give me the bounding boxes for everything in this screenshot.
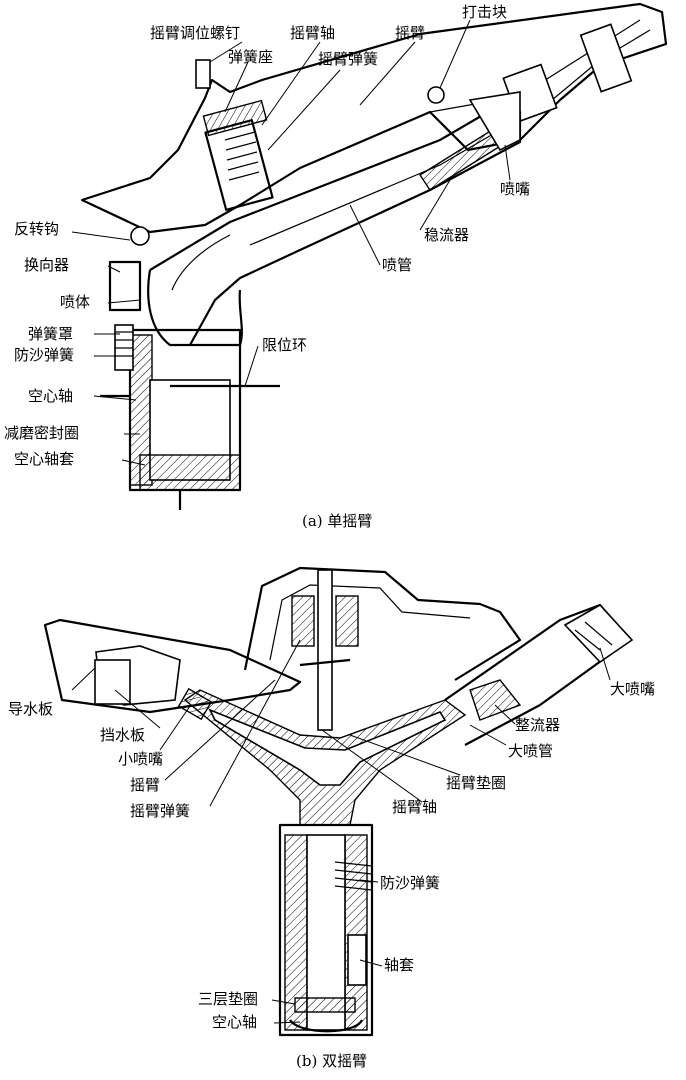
a-caption: (a) 单摇臂 (302, 512, 372, 530)
b-label-arm: 摇臂 (130, 776, 160, 794)
a-strike-block (427, 86, 445, 104)
a-adjust-screw (195, 59, 211, 89)
a-label-adjust-screw: 摇臂调位螺钉 (150, 24, 240, 42)
a-label-sand-spring: 防沙弹簧 (14, 346, 74, 364)
a-label-arm-spring: 摇臂弹簧 (318, 50, 378, 68)
b-label-baffle: 挡水板 (100, 726, 145, 744)
a-leader-lines (71, 19, 511, 466)
b-label-large-nozzle: 大喷嘴 (610, 680, 655, 698)
a-label-wear-seal: 减磨密封圈 (4, 424, 79, 442)
a-nozzle-tube (149, 103, 522, 346)
b-label-triple-washer: 三层垫圈 (198, 990, 258, 1008)
b-small-nozzle (177, 687, 213, 721)
b-sand-spring (334, 861, 373, 891)
a-label-reverse-hook: 反转钩 (14, 220, 59, 238)
b-label-deflector: 导水板 (8, 700, 53, 718)
a-body (147, 269, 243, 347)
b-label-sand-spring: 防沙弹簧 (380, 874, 440, 892)
a-shaft-sleeve (139, 454, 241, 491)
a-label-stabilizer: 稳流器 (424, 226, 469, 244)
b-label-arm-shaft: 摇臂轴 (392, 798, 437, 816)
b-shaft-bottom (289, 1019, 363, 1033)
b-caption: (b) 双摇臂 (296, 1052, 367, 1070)
b-label-small-nozzle: 小喷嘴 (118, 750, 163, 768)
a-rocker-arm (80, 2, 668, 234)
a-reverse-hook (130, 226, 150, 246)
b-straightener (469, 679, 522, 721)
b-arm-spring (291, 595, 359, 647)
a-label-arm: 摇臂 (395, 24, 425, 42)
a-label-spring-cover: 弹簧罩 (28, 325, 73, 343)
a-spring-seat (202, 99, 268, 137)
b-label-arm-washer: 摇臂垫圈 (446, 774, 506, 792)
diagram-b-double-arm: 导水板 挡水板 小喷嘴 摇臂 摇臂弹簧 大喷嘴 整流器 大喷管 摇臂垫圈 摇臂轴… (8, 566, 655, 1070)
b-top-hood (243, 566, 522, 681)
b-deflector (43, 618, 302, 714)
b-label-straightener: 整流器 (515, 716, 560, 734)
a-arm-end-block (579, 23, 633, 93)
b-arm-washer (299, 658, 351, 667)
b-label-hollow-shaft: 空心轴 (212, 1013, 257, 1031)
a-label-hollow-shaft: 空心轴 (28, 387, 73, 405)
b-sleeve (347, 934, 367, 986)
b-arm-shaft-rod (317, 569, 333, 731)
b-label-arm-spring: 摇臂弹簧 (130, 802, 190, 820)
diagram-a-single-arm: 摇臂调位螺钉 摇臂轴 摇臂 打击块 弹簧座 摇臂弹簧 反转钩 换向器 喷体 弹簧… (4, 2, 668, 530)
a-arm-spring-coils (224, 131, 260, 181)
a-label-reverser: 换向器 (24, 256, 69, 274)
a-label-shaft-sleeve: 空心轴套 (14, 450, 74, 468)
a-label-limit-ring: 限位环 (262, 336, 307, 354)
a-nozzle (468, 91, 521, 152)
a-label-arm-shaft: 摇臂轴 (290, 24, 335, 42)
a-label-nozzle: 喷嘴 (500, 180, 530, 198)
a-label-nozzle-tube: 喷管 (382, 256, 412, 274)
b-label-sleeve: 轴套 (384, 956, 414, 974)
b-triple-washer (294, 997, 356, 1013)
a-label-spring-seat: 弹簧座 (228, 48, 273, 66)
b-deflector-window (94, 659, 131, 705)
b-vertical-body (278, 823, 374, 1037)
b-label-large-tube: 大喷管 (508, 742, 553, 760)
a-label-strike-block: 打击块 (462, 3, 507, 21)
b-leader-lines (71, 639, 611, 1024)
a-label-body: 喷体 (60, 293, 90, 311)
a-spring-housing (204, 119, 274, 211)
a-reverser (108, 260, 142, 312)
